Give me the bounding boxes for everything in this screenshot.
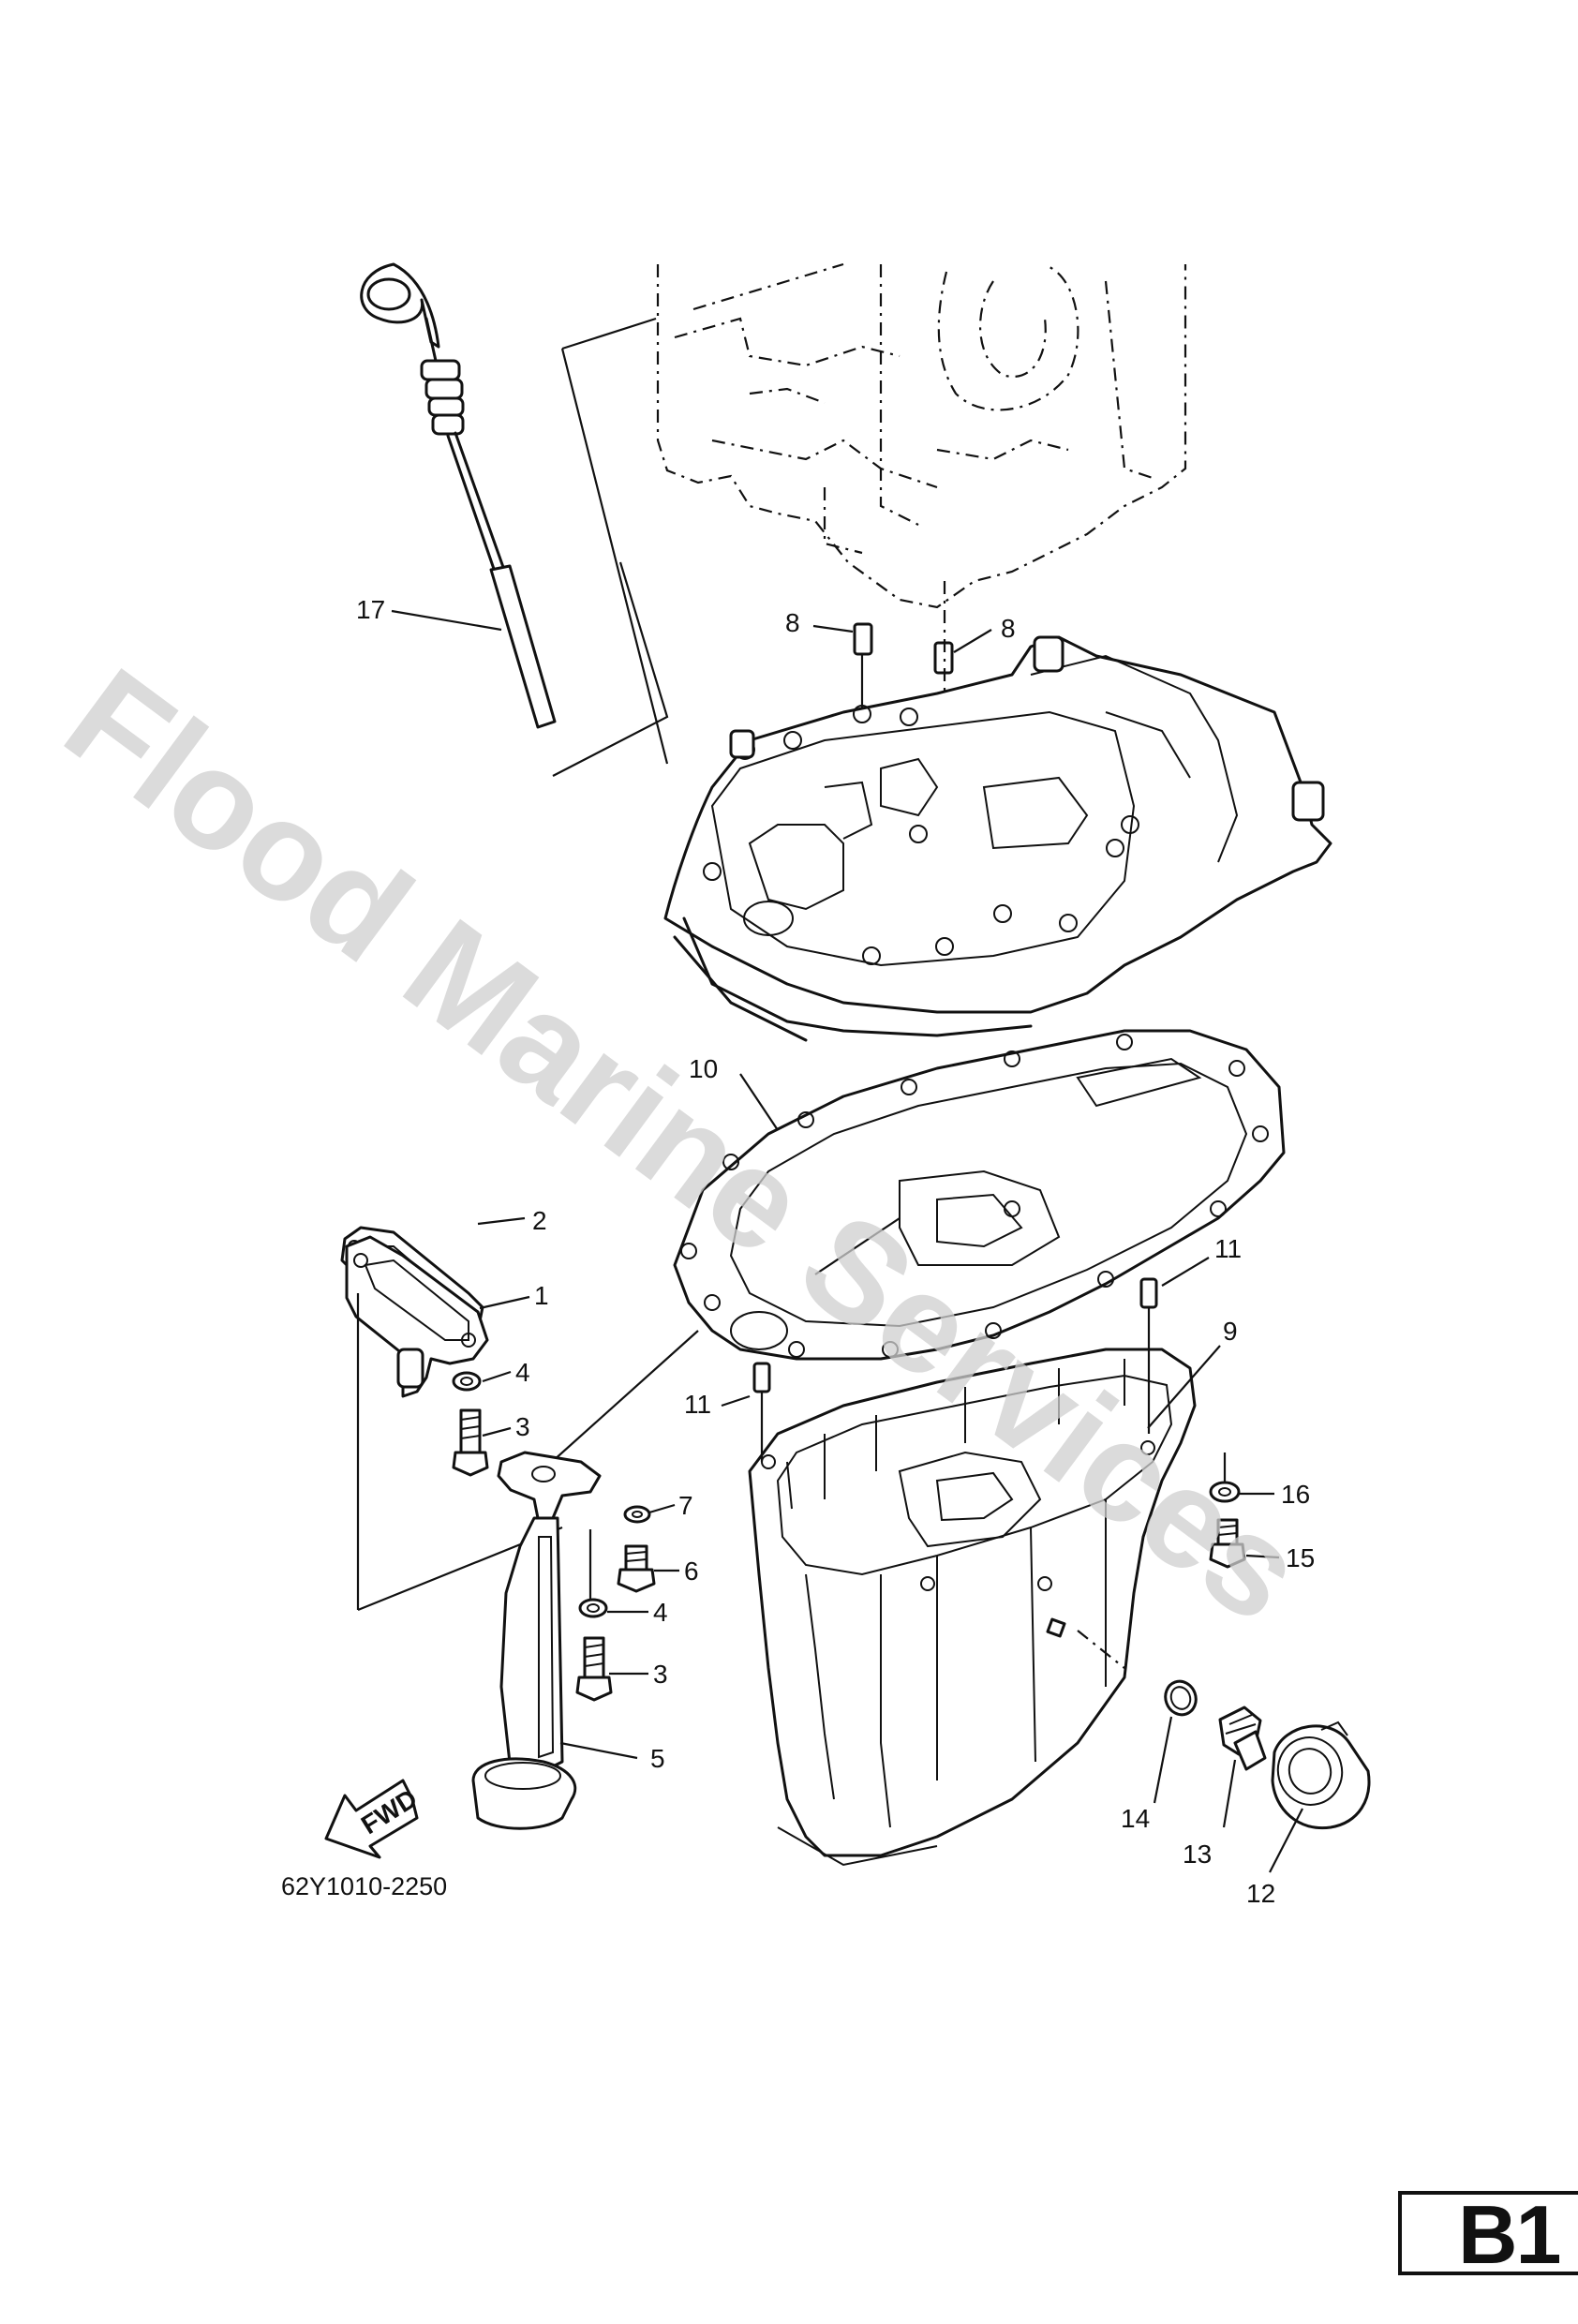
exhaust-guide-casing bbox=[663, 635, 1332, 1042]
leader-7 bbox=[648, 1503, 676, 1514]
callout-4a: 4 bbox=[515, 1358, 530, 1387]
callout-15: 15 bbox=[1286, 1543, 1315, 1572]
part-9-oil-pan bbox=[748, 1348, 1197, 1867]
callout-7: 7 bbox=[678, 1491, 693, 1520]
part-11-dowel-pins bbox=[721, 1257, 1210, 1462]
callout-3b: 3 bbox=[653, 1660, 668, 1689]
leader-13 bbox=[1222, 1759, 1237, 1828]
fwd-arrow-icon: FWD bbox=[324, 1779, 422, 1859]
leader-14 bbox=[1153, 1716, 1173, 1804]
callout-6: 6 bbox=[684, 1557, 699, 1586]
leader-3a bbox=[482, 1426, 512, 1438]
callout-12: 12 bbox=[1246, 1879, 1275, 1908]
engine-block-outline bbox=[656, 262, 1187, 609]
callout-3a: 3 bbox=[515, 1412, 530, 1441]
callout-8b: 8 bbox=[1001, 614, 1016, 643]
part-7-washer bbox=[623, 1505, 651, 1524]
leader-4a bbox=[482, 1370, 512, 1383]
callout-11b: 11 bbox=[1214, 1234, 1242, 1263]
part-5-oil-strainer bbox=[471, 1451, 602, 1830]
part-4-washer-lower bbox=[578, 1598, 608, 1618]
callout-2: 2 bbox=[532, 1206, 547, 1235]
dipstick-leader-frame bbox=[552, 317, 669, 777]
part-4-washer-upper bbox=[452, 1371, 482, 1392]
part-6-bolt bbox=[617, 1544, 656, 1593]
leader-9 bbox=[1147, 1345, 1221, 1429]
callout-17: 17 bbox=[356, 595, 385, 624]
part-17-dipstick bbox=[360, 262, 557, 729]
part-15-bolt bbox=[1209, 1518, 1246, 1569]
callout-16: 16 bbox=[1281, 1480, 1310, 1509]
callout-10: 10 bbox=[689, 1054, 718, 1083]
callout-8a: 8 bbox=[785, 608, 800, 637]
leader-15 bbox=[1245, 1554, 1280, 1559]
leader-12 bbox=[1269, 1808, 1303, 1873]
diagram-code: 62Y1010-2250 bbox=[281, 1872, 447, 1900]
leader-16 bbox=[1223, 1452, 1274, 1496]
leader-17 bbox=[391, 609, 502, 632]
callout-11a: 11 bbox=[684, 1390, 711, 1419]
part-12-grommet bbox=[1271, 1721, 1371, 1830]
strainer-leader bbox=[543, 1330, 699, 1470]
callout-13: 13 bbox=[1183, 1840, 1212, 1869]
part-13-drain-plug bbox=[1218, 1706, 1267, 1771]
callout-5: 5 bbox=[650, 1744, 665, 1773]
leader-10 bbox=[739, 1073, 779, 1131]
part-8-dowel-pins bbox=[812, 581, 992, 946]
part-3-bolt-upper bbox=[452, 1408, 489, 1477]
page-badge: B1 bbox=[1398, 2188, 1578, 2281]
leader-5 bbox=[559, 1741, 638, 1760]
callout-9: 9 bbox=[1223, 1317, 1238, 1346]
leader-1 bbox=[479, 1295, 530, 1310]
part-14-o-ring bbox=[1164, 1679, 1198, 1717]
part-3-bolt-lower bbox=[575, 1636, 613, 1702]
part-1-cover bbox=[345, 1235, 489, 1398]
part-10-gasket bbox=[673, 1029, 1286, 1361]
page-badge-label: B1 bbox=[1458, 2188, 1561, 2281]
callout-4b: 4 bbox=[653, 1598, 668, 1627]
leader-2 bbox=[477, 1216, 526, 1226]
callout-1: 1 bbox=[534, 1281, 549, 1310]
callout-14: 14 bbox=[1121, 1804, 1150, 1833]
